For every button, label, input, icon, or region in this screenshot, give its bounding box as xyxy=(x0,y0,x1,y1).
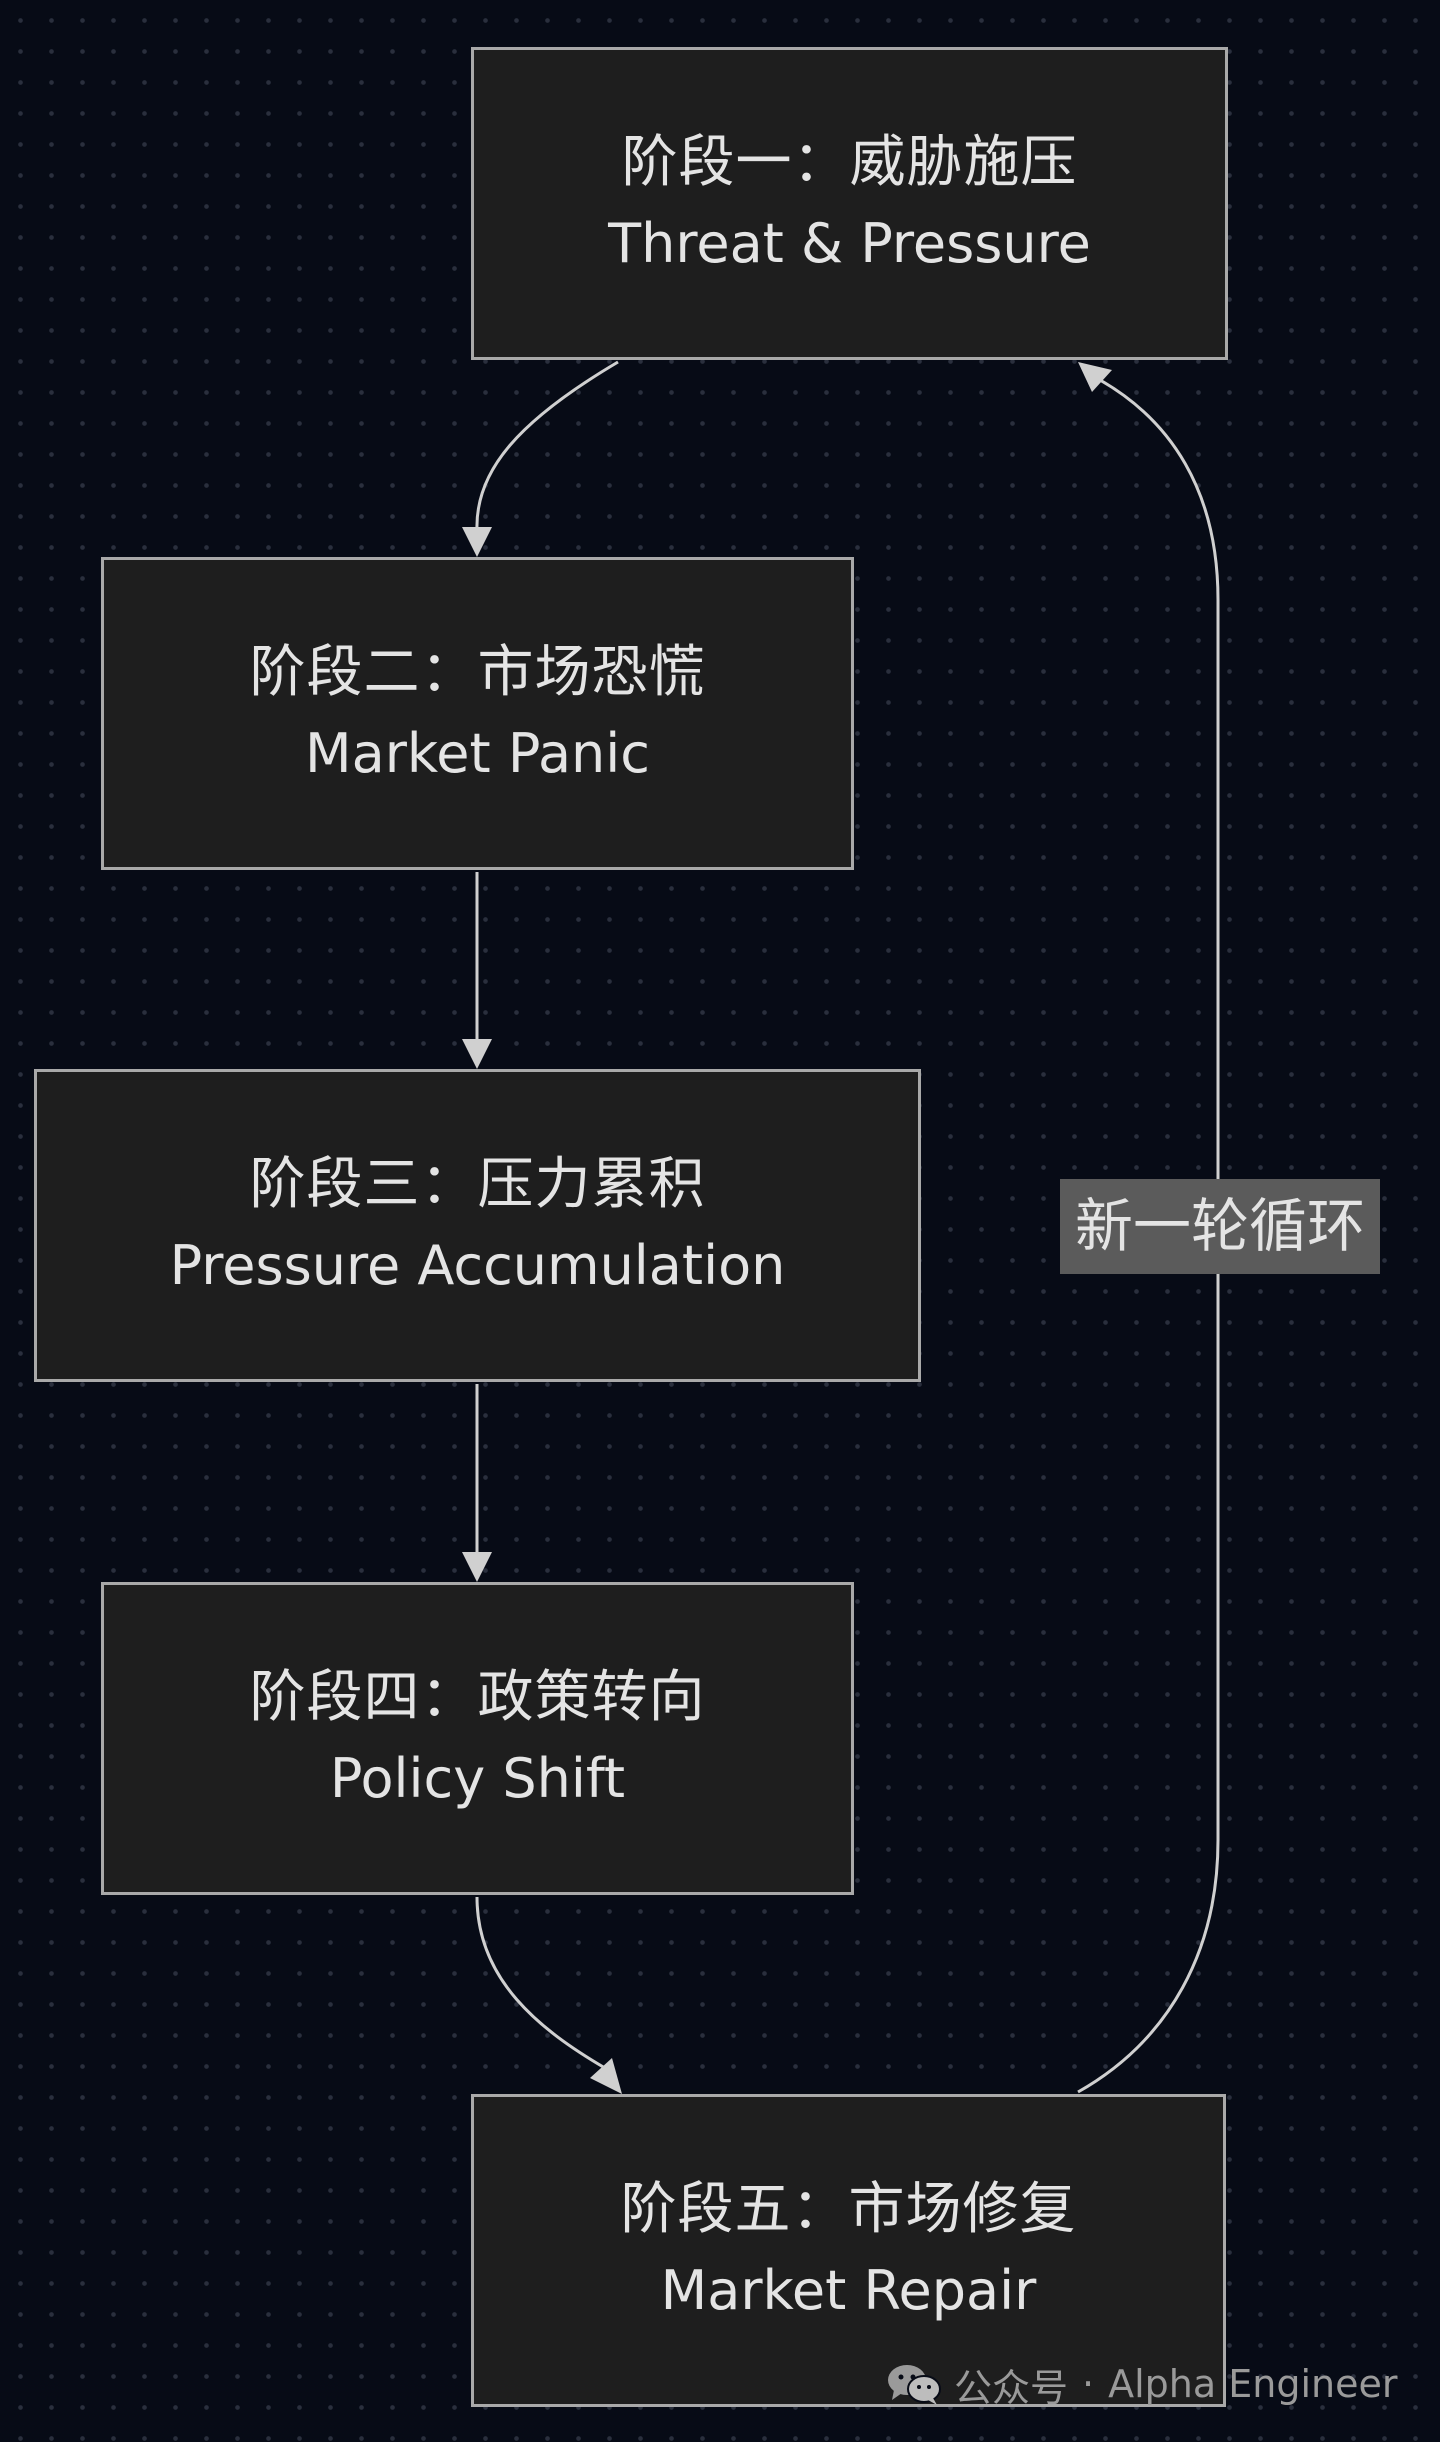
stage-5-title-en: Market Repair xyxy=(660,2258,1037,2322)
stage-3-title-zh: 阶段三：压力累积 xyxy=(249,1151,706,1217)
stage-2-title-en: Market Panic xyxy=(305,721,650,785)
stage-4-title-en: Policy Shift xyxy=(329,1746,626,1810)
watermark-account: 公众号 xyxy=(954,2365,1069,2410)
watermark-separator: · xyxy=(1082,2362,1095,2406)
edge-stage5-to-stage1-loop xyxy=(1077,378,1220,2094)
watermark: 公众号 · Alpha Engineer xyxy=(886,2356,1397,2412)
stage-2-title-zh: 阶段二：市场恐慌 xyxy=(249,639,706,705)
edge-stage2-to-stage3-arrowhead xyxy=(462,1039,492,1069)
stage-4-node: 阶段四：政策转向 Policy Shift xyxy=(101,1582,854,1895)
loop-edge-label: 新一轮循环 xyxy=(1060,1179,1380,1274)
stage-3-title-en: Pressure Accumulation xyxy=(169,1233,786,1297)
edge-stage1-to-stage2 xyxy=(475,360,619,531)
stage-1-title-en: Threat & Pressure xyxy=(608,211,1091,275)
stage-3-node: 阶段三：压力累积 Pressure Accumulation xyxy=(34,1069,921,1382)
wechat-icon xyxy=(888,2365,941,2405)
edge-stage5-to-stage1-arrowhead xyxy=(1078,362,1112,392)
stage-1-title-zh: 阶段一：威胁施压 xyxy=(621,129,1078,195)
edge-stage4-to-stage5 xyxy=(475,1896,606,2070)
stage-4-title-zh: 阶段四：政策转向 xyxy=(249,1664,706,1730)
edge-stage1-to-stage2-arrowhead xyxy=(462,527,492,557)
stage-2-node: 阶段二：市场恐慌 Market Panic xyxy=(101,557,854,870)
edge-stage3-to-stage4-arrowhead xyxy=(462,1552,492,1582)
stage-5-node: 阶段五：市场修复 Market Repair xyxy=(471,2094,1226,2407)
edge-stage4-to-stage5-arrowhead xyxy=(590,2058,622,2094)
stage-1-node: 阶段一：威胁施压 Threat & Pressure xyxy=(471,47,1228,360)
stage-5-title-zh: 阶段五：市场修复 xyxy=(620,2176,1077,2242)
watermark-name: Alpha Engineer xyxy=(1108,2362,1398,2406)
